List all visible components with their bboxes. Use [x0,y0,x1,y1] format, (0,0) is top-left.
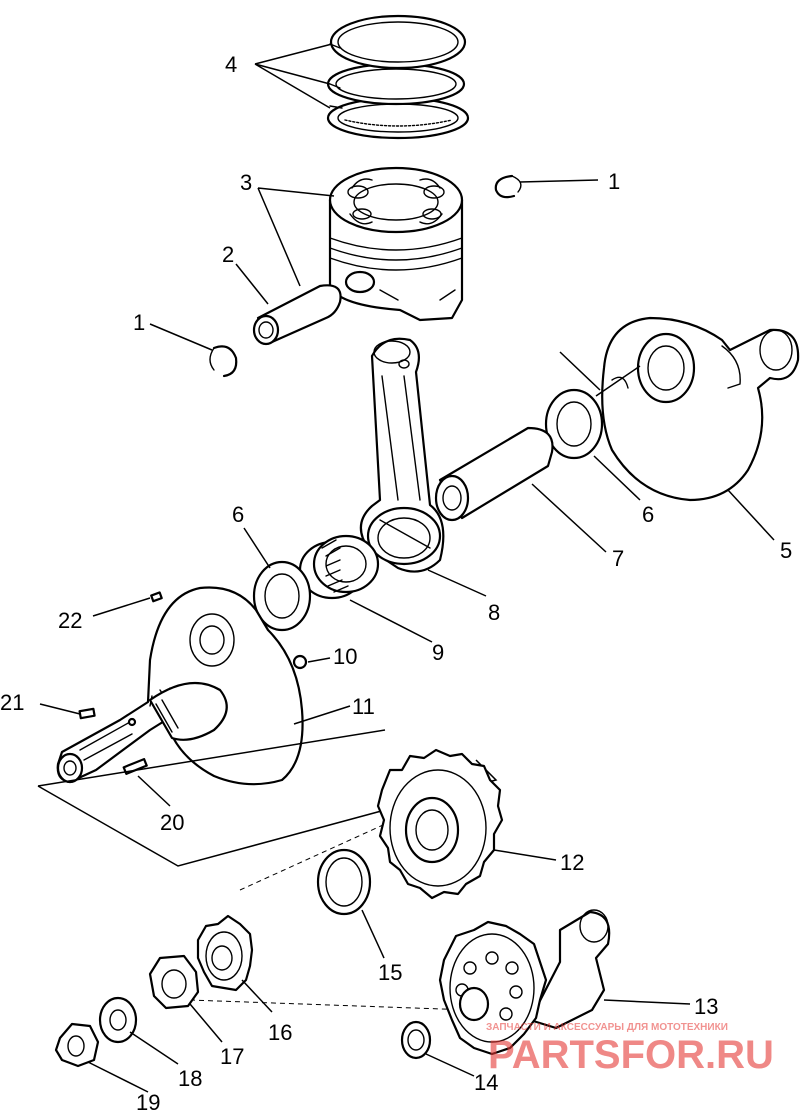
ball-10 [292,654,308,670]
watermark-brand: PARTSFOR.RU [488,1033,774,1077]
slotted-nut-17 [148,954,200,1010]
callout-15: 15 [378,960,402,985]
callout-11: 11 [352,694,375,719]
wrist-pin [252,284,342,346]
piston-rings [326,14,470,140]
callout-17: 17 [220,1044,244,1069]
crankshaft-left [56,586,304,786]
needle-bearing [298,534,380,600]
callout-22: 22 [58,608,82,633]
key-21 [78,707,96,720]
sprocket-16 [196,914,254,992]
connecting-rod [359,337,445,573]
thrust-washer-right [544,388,604,460]
crankshaft-right [601,316,800,502]
timing-gear-12 [376,748,504,900]
callout-4: 4 [225,52,237,77]
callout-8: 8 [488,600,500,625]
watermark-tagline: ЗАПЧАСТИ И АКСЕССУАРЫ ДЛЯ МОТОТЕХНИКИ [486,1022,728,1033]
callout-18: 18 [178,1066,202,1091]
callout-12: 12 [560,850,584,875]
second-ring [326,62,466,106]
callout-13: 13 [694,994,718,1019]
crank-pin [434,426,554,522]
circlip-top [494,174,522,199]
callout-10: 10 [333,644,357,669]
callout-19: 19 [136,1090,160,1111]
washer-14 [400,1020,432,1060]
circlip-left [209,345,238,378]
callout-21: 21 [0,690,24,715]
leader-lines [39,43,775,1093]
callout-6-left: 6 [232,502,244,527]
top-ring [329,14,467,70]
piston [328,166,464,322]
callout-5: 5 [780,538,792,563]
thrust-washer-left [252,560,312,632]
callout-20: 20 [160,810,184,835]
hex-nut-19 [54,1022,100,1068]
washer-18 [98,996,138,1044]
callout-labels: 4 3 2 1 1 6 7 5 6 8 9 10 11 22 21 20 12 … [0,52,792,1111]
callout-3: 3 [240,170,252,195]
callout-1-left: 1 [133,310,145,335]
watermark: ЗАПЧАСТИ И АКСЕССУАРЫ ДЛЯ МОТОТЕХНИКИ PA… [486,1022,774,1077]
callout-14: 14 [474,1070,498,1095]
spacer-washer-15 [316,848,372,916]
callout-2: 2 [222,242,234,267]
key-22 [150,591,163,603]
callout-9: 9 [432,640,444,665]
callout-16: 16 [268,1020,292,1045]
callout-6-right: 6 [642,502,654,527]
callout-7: 7 [612,546,624,571]
callout-1-top: 1 [608,169,620,194]
balancer-shaft-13 [438,909,611,1056]
